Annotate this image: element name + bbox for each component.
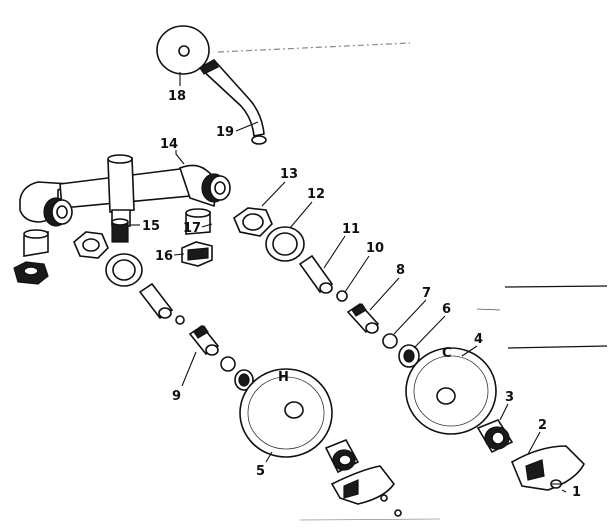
callout-14: 14 (160, 137, 178, 152)
hot-mark: H (278, 370, 289, 385)
left-escutcheon-sleeve (324, 438, 360, 474)
left-supply-adapter (23, 229, 49, 257)
margin-rule (504, 285, 608, 288)
callout-13: 13 (280, 167, 298, 182)
left-bonnet-nut (73, 231, 109, 259)
callout-5: 5 (256, 464, 265, 479)
margin-rule (299, 518, 441, 521)
callout-19: 19 (216, 125, 234, 140)
supply-nut-part (181, 241, 213, 267)
left-o-ring (175, 315, 185, 325)
left-supply-nut (13, 261, 49, 285)
valve-body (19, 154, 231, 227)
right-washer-ring (265, 226, 305, 262)
callout-3: 3 (505, 390, 514, 405)
right-bushing (398, 344, 420, 368)
left-bushing (234, 369, 254, 391)
callout-7: 7 (422, 286, 431, 301)
nipple-part (111, 218, 129, 243)
right-sleeve (298, 254, 334, 294)
callout-18: 18 (168, 89, 186, 104)
callout-17: 17 (183, 221, 201, 236)
right-handle (510, 445, 585, 491)
right-o-ring (336, 290, 348, 302)
callout-6: 6 (442, 302, 451, 317)
adapter-part (185, 208, 211, 235)
right-handle-screw (550, 479, 562, 489)
right-escutcheon (405, 347, 497, 435)
callout-10: 10 (366, 241, 384, 256)
right-stem (346, 302, 380, 334)
shower-arm-flange (156, 25, 210, 75)
left-washer-ring (105, 253, 143, 287)
left-escutcheon (239, 368, 333, 458)
callout-1: 1 (572, 485, 581, 500)
left-sleeve (138, 282, 174, 320)
callout-12: 12 (307, 187, 325, 202)
callout-8: 8 (396, 263, 405, 278)
callout-2: 2 (538, 418, 547, 433)
margin-rule (476, 308, 501, 311)
right-escutcheon-sleeve (476, 419, 514, 454)
callout-4: 4 (474, 332, 483, 347)
callout-16: 16 (155, 249, 173, 264)
scan-artifact-line (217, 42, 411, 53)
right-bonnet-nut (233, 207, 273, 237)
callout-11: 11 (342, 222, 360, 237)
valve-body-thread-right (201, 173, 231, 203)
cold-mark: C (442, 346, 452, 361)
left-washer (220, 356, 236, 372)
left-stem (188, 324, 220, 356)
callout-15: 15 (142, 219, 160, 234)
leader-lines (130, 72, 567, 493)
shower-arm (198, 58, 267, 145)
left-handle (330, 465, 395, 505)
callout-9: 9 (172, 389, 181, 404)
right-washer (382, 333, 398, 349)
left-handle-screw (394, 509, 402, 517)
margin-rule (507, 345, 608, 349)
valve-body-thread-left (43, 197, 73, 227)
